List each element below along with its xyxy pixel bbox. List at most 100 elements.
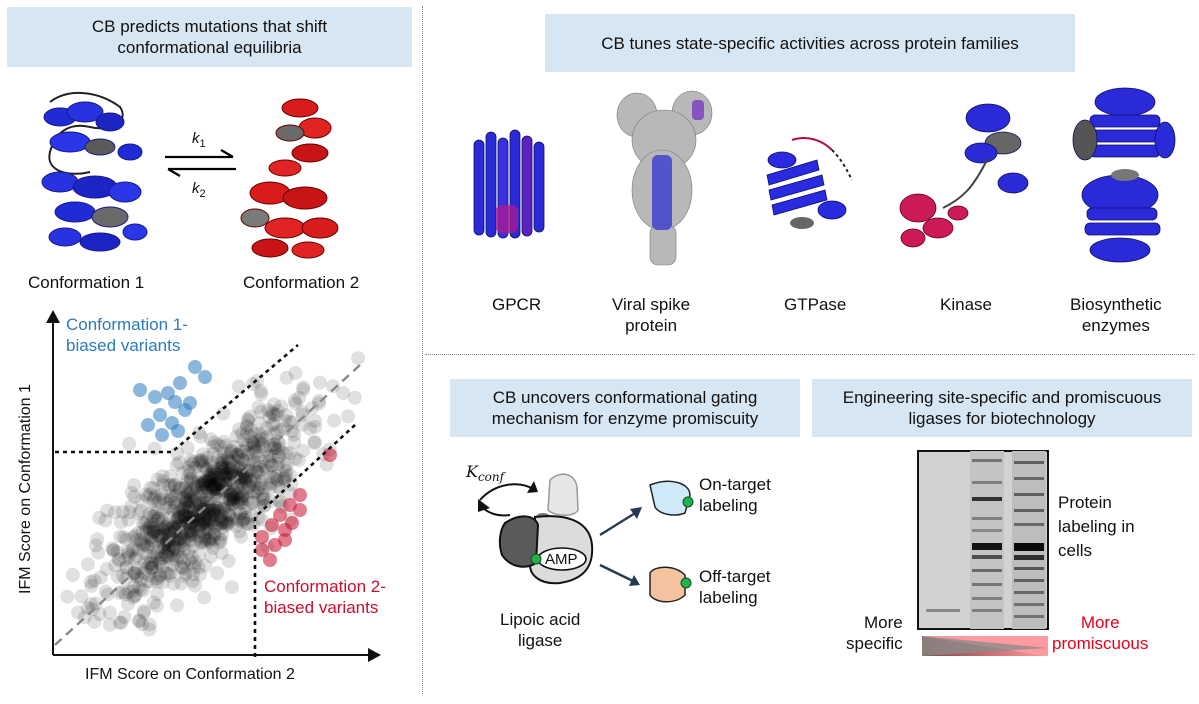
scatter-point — [229, 511, 244, 525]
scatter-point — [186, 504, 201, 519]
scatter-point — [152, 555, 167, 570]
scatter-point — [186, 514, 201, 529]
scatter-point — [198, 536, 213, 551]
scatter-point — [155, 550, 170, 565]
scatter-point — [126, 590, 141, 605]
scatter-point — [139, 524, 154, 539]
scatter-point — [211, 471, 226, 486]
scatter-point — [128, 551, 143, 566]
conf1-biased-annotation: Conformation 1- biased variants — [66, 315, 188, 355]
scatter-point — [235, 514, 250, 529]
scatter-point — [180, 493, 195, 507]
scatter-point — [239, 475, 253, 490]
scatter-point — [182, 523, 197, 538]
scatter-point — [143, 530, 158, 545]
scatter-point — [158, 500, 173, 515]
scatter-point — [213, 501, 227, 516]
scatter-point — [121, 584, 136, 599]
gel-band — [1014, 477, 1044, 480]
scatter-point — [140, 574, 155, 589]
scatter-point — [241, 413, 255, 428]
conf1-point — [141, 418, 155, 432]
scatter-point — [160, 520, 174, 535]
scatter-point — [146, 509, 161, 524]
scatter-point — [195, 474, 210, 489]
scatter-point — [206, 477, 221, 492]
scatter-point — [162, 541, 177, 556]
scatter-point — [212, 535, 227, 550]
scatter-point — [233, 506, 248, 521]
scatter-point — [209, 500, 224, 515]
scatter-point — [148, 489, 163, 504]
scatter-point — [177, 508, 192, 523]
scatter-point — [197, 460, 211, 475]
scatter-point — [195, 479, 210, 494]
scatter-point — [239, 474, 253, 489]
scatter-point — [150, 574, 165, 589]
scatter-point — [144, 574, 159, 589]
scatter-point — [308, 414, 322, 428]
scatter-point — [199, 522, 214, 537]
scatter-point — [206, 516, 221, 531]
scatter-point — [223, 488, 238, 503]
scatter-point — [172, 480, 187, 495]
scatter-point — [199, 500, 214, 515]
gel-band — [1014, 523, 1044, 526]
conf2-point — [255, 543, 269, 557]
scatter-point — [223, 446, 238, 461]
scatter-point — [176, 503, 191, 518]
scatter-point — [235, 512, 250, 527]
scatter-point — [238, 471, 253, 485]
scatter-point — [130, 532, 145, 547]
scatter-point — [196, 455, 211, 470]
scatter-point — [210, 566, 225, 580]
scatter-point — [230, 466, 245, 481]
scatter-point — [236, 452, 251, 467]
scatter-point — [258, 459, 273, 474]
scatter-point — [128, 528, 143, 543]
scatter-point — [159, 548, 174, 562]
scatter-point — [205, 480, 220, 495]
scatter-point — [287, 393, 302, 408]
scatter-point — [137, 605, 151, 620]
scatter-point — [149, 598, 164, 613]
scatter-point — [160, 517, 175, 532]
scatter-point — [245, 484, 260, 499]
scatter-point — [220, 516, 234, 531]
scatter-point — [226, 459, 241, 474]
scatter-point — [184, 516, 199, 531]
scatter-point — [147, 441, 162, 456]
scatter-point — [139, 514, 154, 529]
scatter-point — [144, 529, 159, 544]
scatter-point — [132, 614, 147, 628]
scatter-point — [185, 474, 200, 489]
scatter-point — [176, 490, 191, 505]
scatter-point — [215, 453, 230, 467]
conf1-point — [133, 383, 147, 397]
scatter-point — [202, 512, 217, 527]
scatter-point — [139, 521, 154, 536]
scatter-point — [221, 516, 236, 530]
scatter-point — [253, 427, 268, 441]
scatter-point — [229, 447, 244, 462]
scatter-point — [98, 513, 113, 528]
gpcr-structure-image — [473, 129, 545, 239]
scatter-point — [161, 548, 176, 563]
scatter-point — [191, 474, 206, 489]
scatter-point — [133, 533, 148, 548]
scatter-point — [188, 460, 203, 475]
scatter-point — [235, 426, 250, 441]
gel-band — [1014, 509, 1044, 512]
scatter-point — [209, 481, 224, 496]
scatter-point — [223, 461, 238, 476]
scatter-point — [260, 430, 274, 445]
scatter-point — [202, 510, 216, 525]
scatter-point — [216, 445, 231, 460]
scatter-point — [171, 549, 186, 563]
scatter-point — [287, 427, 302, 442]
scatter-point — [225, 482, 240, 497]
scatter-point — [232, 422, 247, 437]
scatter-point — [256, 492, 271, 506]
scatter-point — [91, 545, 106, 560]
more-specific-label: More specific — [846, 613, 903, 653]
